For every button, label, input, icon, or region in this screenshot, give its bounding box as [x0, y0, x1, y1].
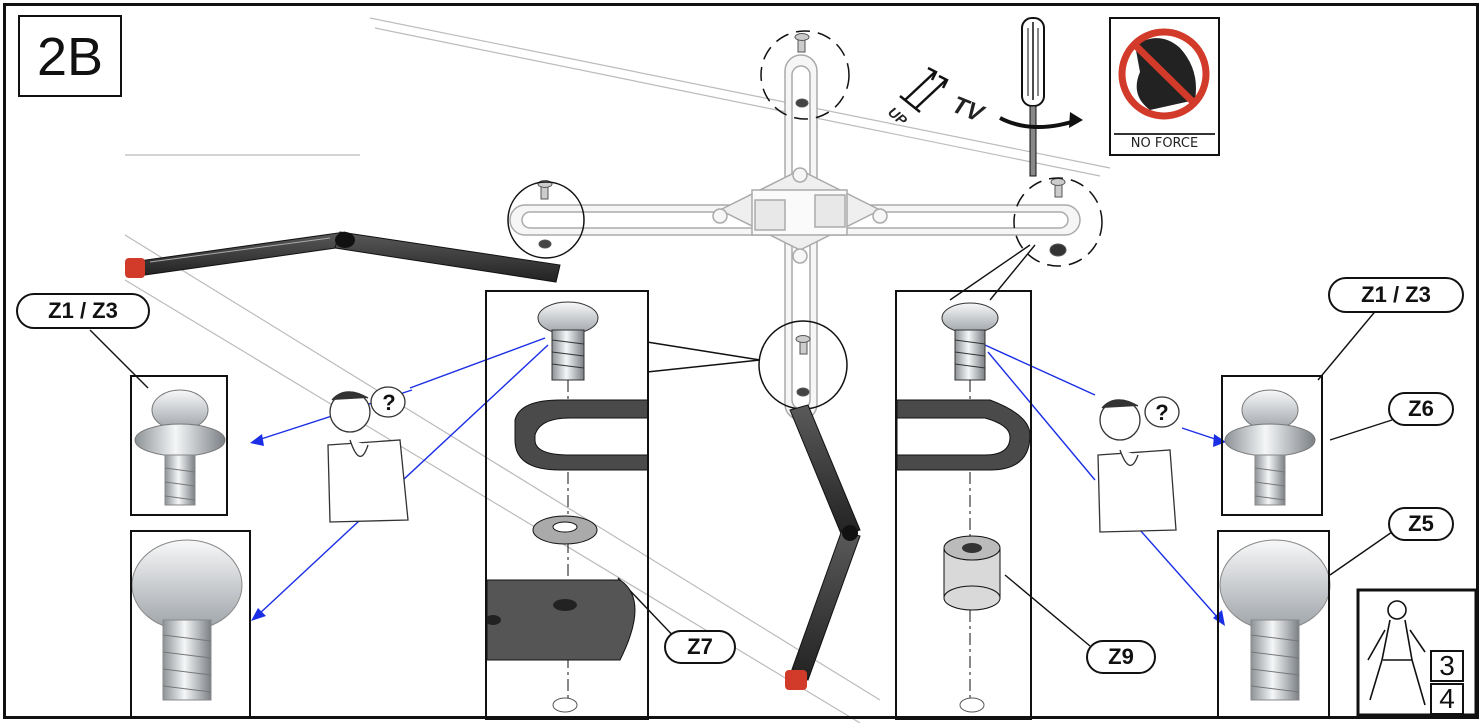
inset-washer-screw-left [130, 375, 228, 516]
screwdriver-icon [999, 17, 1083, 177]
left-detail-screw [485, 301, 649, 713]
thinking-person-right [1097, 396, 1180, 533]
blue-arrowheads [250, 434, 1226, 626]
label-z1z3-right: Z1 / Z3 [1328, 277, 1464, 313]
label-z6: Z6 [1388, 392, 1454, 426]
no-force-sign [1109, 17, 1220, 156]
page-number-bottom: 4 [1430, 683, 1464, 715]
mounting-plate [509, 54, 1081, 421]
right-detail-screw [896, 302, 1031, 713]
left-arm [125, 231, 561, 283]
thinking-bubble-left: ? [382, 390, 396, 415]
right-screw-long [1219, 539, 1331, 701]
label-z7: Z7 [664, 630, 736, 664]
center-arm [785, 404, 861, 690]
thinking-bubble-right: ? [1155, 400, 1169, 425]
left-screw-long [131, 539, 243, 701]
background-edge-lines [124, 17, 1111, 723]
page-frame [3, 3, 1479, 719]
step-label: 2B [18, 15, 122, 97]
leader-lines [89, 244, 1393, 647]
detail-panel-right [895, 290, 1032, 720]
label-z5: Z5 [1388, 507, 1454, 541]
right-screw-washer [1224, 389, 1316, 506]
detail-panel-left [485, 290, 649, 720]
up-arrows-icon [899, 66, 949, 113]
no-force-label: NO FORCE [1114, 133, 1215, 153]
inset-long-screw-right [1217, 530, 1330, 718]
page-number-top: 3 [1430, 650, 1464, 682]
inset-washer-screw-right [1221, 375, 1323, 516]
label-z9: Z9 [1086, 640, 1156, 674]
left-screw-washer [134, 389, 226, 506]
inset-long-screw-left [130, 530, 251, 718]
thinking-person-left [327, 386, 409, 523]
label-z1z3-left: Z1 / Z3 [16, 293, 150, 329]
